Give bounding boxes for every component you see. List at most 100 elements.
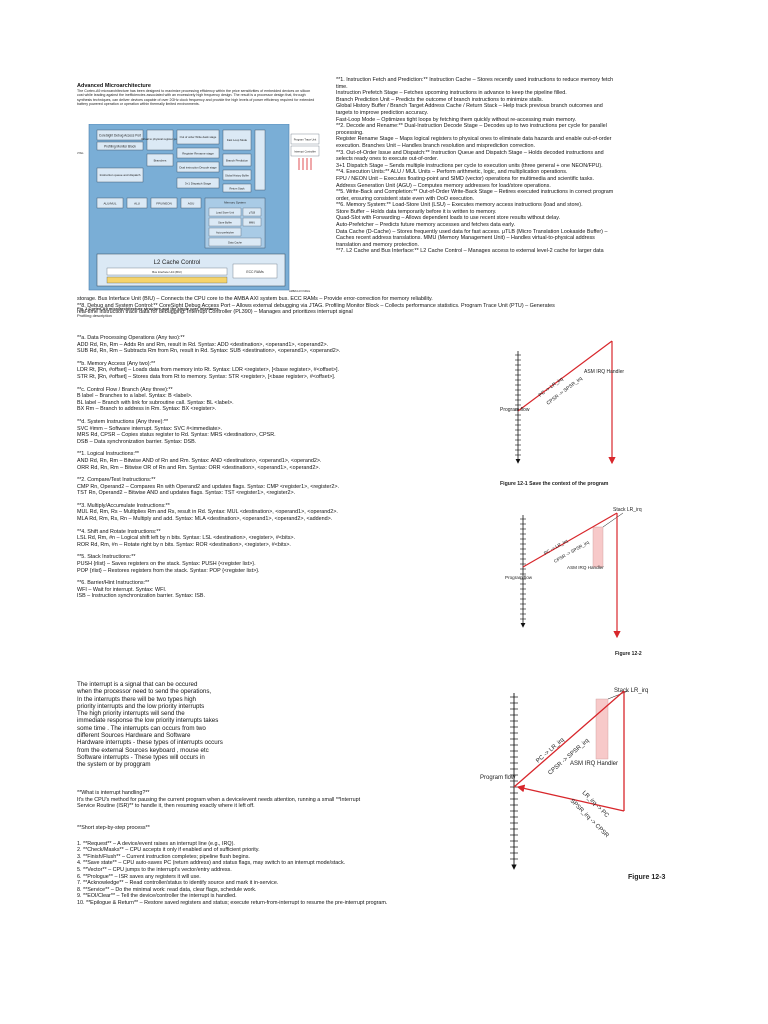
interrupt-lines [298,158,312,170]
instruction-list: **a. Data Processing Operations (Any two… [77,335,497,600]
label-stack-2: Stack LR_irq [613,507,642,513]
overview-line: Data Cache (D-Cache) – Stores frequently… [336,228,608,235]
overview-line: Global History Buffer / Branch Target Ad… [336,103,603,110]
instruction-group: **c. Control Flow / Branch (Any three):*… [77,387,497,413]
instruction-group-title: **b. Memory Access (Any two):** [77,360,156,367]
instruction-group-title: **6. Barrier/Hint Instructions:** [77,580,150,587]
interrupt-line: Software interrupts - These types will o… [77,753,205,761]
block-auto-prefetcher [208,227,242,237]
label-coresight-left: JTAG [77,151,83,155]
label-fpu-neon: FPU/NEON [156,202,172,206]
instruction-line: ADD Rd, Rn, Rm – Adds Rn and Rm, result … [77,341,329,348]
label-branches: Branches [154,159,167,163]
microarchitecture-figure: Advanced Microarchitecture The Cortex-A9… [77,83,323,318]
caption-fig-12-1: Figure 12-1 Save the context of the prog… [500,481,609,487]
instruction-group-title: **5. Stack Instructions:** [77,554,136,561]
block-out-of-order [176,129,220,145]
step-item: 10. **Epilogue & Return** – Restore save… [77,899,388,906]
block-instr-queue [96,167,144,183]
overview-line: Instruction Prefetch Stage – Fetches upc… [336,90,567,97]
overview-line: translation and memory protection. [336,241,419,248]
block-return-stack [222,183,252,193]
overview-line: **2. Decode and Rename:** Dual-Instructi… [336,123,607,130]
label-handler-3: ASM IRQ Handler [570,761,618,767]
block-register-rename [176,147,220,159]
instruction-line: POP {rlist} – Restores registers from th… [77,567,260,574]
instruction-group: **a. Data Processing Operations (Any two… [77,335,497,355]
overview-line: time. [336,83,348,90]
cortex-a9-block-diagram: CoreSight Debug Access Port Profiling Mo… [77,124,320,293]
step-item: 5. **Vector** – CPU jumps to the interru… [77,866,232,873]
irq-arrow-return-3 [516,784,625,812]
block-ptm [290,133,320,145]
block-branches [146,153,174,167]
handling-line: Service Routine (ISR)** to handle it, th… [77,803,255,810]
label-out-of-order: Out of order Write-back stage [180,135,217,139]
block-alu-mul [96,197,124,209]
instruction-group-title: **3. Multiply/Accumulate Instructions:** [77,502,170,509]
block-irq [290,145,320,157]
block-load-store [208,207,242,217]
instruction-line: AND Rd, Rn, Rm – Bitwise AND of Rn and R… [77,457,322,464]
caption-fig-12-2: Figure 12-2 [615,651,642,657]
instruction-line: STR Rt, [Rn, #offset] – Stores data from… [77,373,336,380]
label-l2: L2 Cache Control [154,260,201,266]
handling-line: It's the CPU's method for pausing the cu… [77,796,361,803]
label-data-cache: Data Cache [228,241,242,245]
instruction-line: DSB – Data synchronization barrier. Synt… [77,438,197,445]
block-utlb [242,207,262,217]
step-item: 1. **Request** – A device/event raises a… [77,840,235,847]
micro-caption: Fig. 1 Cortex-A9 microarchitecture struc… [77,306,220,311]
instruction-line: TST Rn, Operand2 – Bitwise AND and updat… [77,490,296,497]
overview-line: Store Buffer – Holds data temporarily be… [336,208,497,215]
label-handler-2: ASM IRQ Handler [567,565,604,570]
label-fast-loop: Fast Loop Mode [227,138,248,142]
interrupt-line: from the external Sources keyboard , mou… [77,746,209,754]
step-item: 3. **Finish/Flush** – Current instructio… [77,853,250,860]
block-biu [106,267,228,276]
label-ecc: ECC RAMs [246,270,264,274]
instruction-group: **b. Memory Access (Any two):**LDR Rt, [… [77,361,497,381]
step-item: 6. **Prologue** – ISR saves any register… [77,873,201,880]
overview-line: processing. [336,129,364,136]
figure-12-3: Stack LR_irq PC -> LR_irq CPSR -> SPSR_i… [480,688,665,881]
label-load-store: Load Store Unit [216,211,234,215]
overview-line: Fast-Loop Mode – Optimizes tight loops b… [336,116,577,123]
block-fpu-neon [150,197,178,209]
instruction-group: **2. Compare/Test Instructions:**CMP Rn,… [77,477,497,497]
instruction-group: **6. Barrier/Hint Instructions:**WFI – W… [77,580,497,600]
instruction-line: B label – Branches to a label. Syntax: B… [77,393,193,400]
architecture-overview: **1. Instruction Fetch and Prediction:**… [336,77,706,255]
instruction-line: MUL Rd, Rm, Rs – Multiplies Rm and Rs, r… [77,509,338,516]
instruction-group: **5. Stack Instructions:**PUSH {rlist} –… [77,554,497,574]
interrupt-line: the system or by proggram [77,761,151,769]
overview-line: Quad-Slot with Forwarding – Allows depen… [336,215,561,222]
block-coresight [96,129,144,141]
label-stack-3: Stack LR_irq [614,688,648,694]
label-utlb: μTLB [249,211,256,215]
overview-line: Register Rename Stage – Maps logical reg… [336,136,612,143]
block-profiling [96,141,144,151]
label-biu: Bus Interface Unit (BIU) [152,270,182,274]
instruction-line: ORR Rd, Rn, Rm – Bitwise OR of Rn and Rm… [77,464,320,471]
interrupt-line: priority interrupts and the low priority… [77,702,205,710]
interrupt-line: when the processor need to send the oper… [77,688,212,696]
block-ecc [232,263,278,279]
label-irq: Interrupt Controller [294,150,316,154]
label-branch-pred: Branch Prediction [226,159,249,163]
irq-arrow-up-3 [513,690,625,788]
label-mmu: MMU [249,221,255,225]
instruction-group-title: **a. Data Processing Operations (Any two… [77,335,185,341]
label-amba: AMBA3 AXI 64bits [289,289,311,293]
interrupt-line: In the interrupts there will be two type… [77,695,197,703]
overview-line: **7. L2 Cache and Bus Interface:** L2 Ca… [336,248,604,255]
steps-list: 1. **Request** – A device/event raises a… [77,841,557,907]
block-dispatch [176,177,220,189]
block-fast-loop [222,129,252,151]
micro-caption-2: Profiling description [77,313,112,318]
stack-box-2 [592,526,604,568]
instruction-line: BL label – Branch with link for subrouti… [77,399,234,406]
overview-line: order, ensuring consistent state even wi… [336,195,475,202]
overview-line: **6. Memory System:** Load-Store Unit (L… [336,202,583,209]
label-profiling: Profiling Monitor Block [104,145,136,149]
